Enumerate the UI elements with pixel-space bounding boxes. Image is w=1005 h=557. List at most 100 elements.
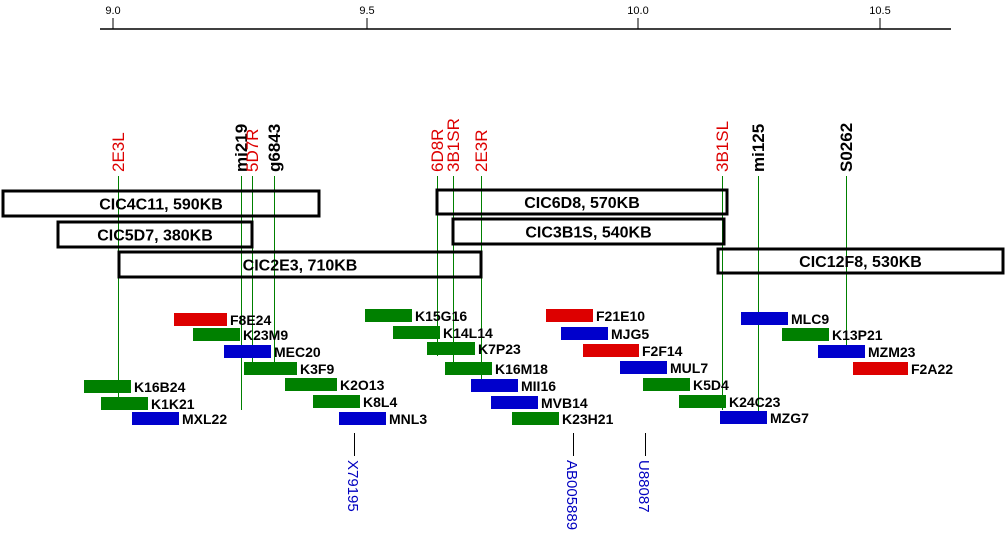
clone-bar[interactable] (445, 362, 492, 375)
clone-label: K5D4 (693, 377, 729, 393)
axis-tick-label: 9.5 (359, 5, 374, 17)
clone-label: F8E24 (230, 312, 271, 328)
contig-label: CIC12F8, 530KB (799, 254, 922, 271)
clone-label: K7P23 (478, 341, 521, 357)
clone-label: MJG5 (611, 326, 649, 342)
clone-label: K3F9 (300, 361, 334, 377)
clone[interactable]: F21E10 (546, 308, 645, 324)
clone-bar[interactable] (491, 396, 538, 409)
clone-label: K24C23 (729, 394, 781, 410)
clone-label: K23M9 (243, 327, 288, 343)
clone[interactable]: K1K21 (101, 396, 195, 412)
clone-bar[interactable] (818, 345, 865, 358)
clone-bar[interactable] (193, 328, 240, 341)
clone[interactable]: K7P23 (427, 341, 521, 357)
clone-label: MEC20 (274, 344, 321, 360)
clone[interactable]: MJG5 (561, 326, 649, 342)
clone[interactable]: K2O13 (285, 377, 385, 393)
clone[interactable]: MNL3 (339, 411, 427, 427)
contig-box[interactable]: CIC4C11, 590KB (1, 189, 321, 218)
clone-bar[interactable] (471, 379, 518, 392)
clone-bar[interactable] (720, 411, 767, 424)
clone-label: K23H21 (562, 411, 614, 427)
axis-tick-label: 10.0 (627, 5, 648, 17)
clone[interactable]: K14L14 (393, 325, 493, 341)
clone[interactable]: MZM23 (818, 344, 916, 360)
clone-bar[interactable] (339, 412, 386, 425)
clone-bar[interactable] (101, 397, 148, 410)
clone-bar[interactable] (174, 313, 227, 326)
clone[interactable]: MEC20 (224, 344, 321, 360)
clone-bar[interactable] (427, 342, 475, 355)
clone-bar[interactable] (853, 362, 908, 375)
clone[interactable]: K16M18 (445, 361, 548, 377)
clone[interactable]: MLC9 (741, 311, 829, 327)
clone[interactable]: MII16 (471, 378, 556, 394)
clone[interactable]: K16B24 (84, 379, 186, 395)
clone[interactable]: MZG7 (720, 410, 809, 426)
clone[interactable]: K15G16 (365, 308, 467, 324)
clone[interactable]: K8L4 (313, 394, 397, 410)
clone-label: K1K21 (151, 396, 195, 412)
contig-box[interactable]: CIC2E3, 710KB (117, 250, 483, 279)
clone[interactable]: MXL22 (132, 411, 227, 427)
clone-bar[interactable] (132, 412, 179, 425)
contig-outline (117, 250, 483, 279)
accession-marker[interactable]: AB005889 (563, 433, 580, 530)
clone[interactable]: MVB14 (491, 395, 588, 411)
clone-bar[interactable] (84, 380, 131, 393)
marker-label: 2E3L (109, 132, 128, 172)
accession-label: AB005889 (563, 460, 580, 530)
clone-bar[interactable] (313, 395, 360, 408)
clone-bar[interactable] (643, 378, 690, 391)
clone[interactable]: K23M9 (193, 327, 288, 343)
clone[interactable]: K3F9 (244, 361, 334, 377)
marker-label: mi125 (749, 124, 768, 172)
clone-label: MUL7 (670, 360, 708, 376)
clone-bar[interactable] (620, 361, 667, 374)
clone[interactable]: K5D4 (643, 377, 729, 393)
contig-box[interactable]: CIC6D8, 570KB (435, 188, 729, 216)
clone-bar[interactable] (365, 309, 412, 322)
contig-box[interactable]: CIC3B1S, 540KB (451, 217, 726, 246)
accession-markers: X79195 AB005889 U88087 (344, 433, 652, 530)
clone-bar[interactable] (393, 326, 440, 339)
clone-bar[interactable] (679, 395, 726, 408)
contig-label: CIC6D8, 570KB (524, 195, 640, 212)
clone-bar[interactable] (782, 328, 829, 341)
contig-box[interactable]: CIC5D7, 380KB (56, 220, 254, 249)
marker-label: S0262 (837, 123, 856, 172)
clone[interactable]: F2F14 (583, 343, 683, 359)
marker-label: 2E3R (472, 129, 491, 172)
clone-label: K2O13 (340, 377, 385, 393)
marker-label: 3B1SR (444, 118, 463, 172)
clone[interactable]: F2A22 (853, 361, 953, 377)
clone-bar[interactable] (224, 345, 271, 358)
clone-bar[interactable] (546, 309, 593, 322)
clone-bar[interactable] (741, 312, 788, 325)
axis-tick-label: 10.5 (869, 5, 890, 17)
clone-bar[interactable] (244, 362, 297, 375)
clone[interactable]: K13P21 (782, 327, 883, 343)
accession-marker[interactable]: X79195 (344, 433, 361, 512)
contig-outline (56, 220, 254, 249)
clone[interactable]: K23H21 (512, 411, 614, 427)
contig-box[interactable]: CIC12F8, 530KB (716, 247, 1005, 275)
accession-marker[interactable]: U88087 (635, 433, 652, 513)
clone-label: MXL22 (182, 411, 227, 427)
contig-outline (435, 188, 729, 216)
clone-bar[interactable] (285, 378, 337, 391)
clone-bar[interactable] (512, 412, 559, 425)
clone[interactable]: MUL7 (620, 360, 708, 376)
clone[interactable]: F8E24 (174, 312, 271, 328)
clone-label: K16M18 (495, 361, 548, 377)
clone-bar[interactable] (561, 327, 608, 340)
marker-label: 3B1SL (713, 121, 732, 172)
clone[interactable]: K24C23 (679, 394, 781, 410)
clone-label: K8L4 (363, 394, 397, 410)
clone-label: F2A22 (911, 361, 953, 377)
clone-bar[interactable] (583, 344, 639, 357)
